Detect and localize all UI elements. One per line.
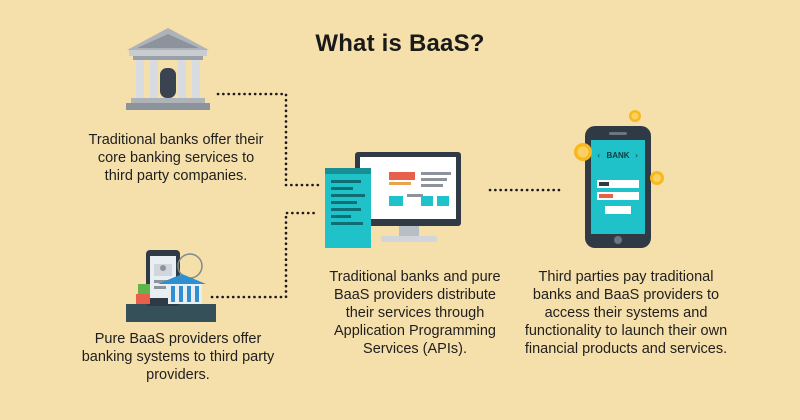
- connector-pure-to-computer: [210, 211, 320, 299]
- page-title: What is BaaS?: [315, 30, 485, 57]
- phone-back-arrow-icon: ‹: [597, 151, 600, 160]
- smartphone-bank-icon: BANK ‹ ›: [574, 110, 664, 248]
- coin-icon: [650, 171, 664, 185]
- caption-apis: Traditional banks and pure BaaS provider…: [329, 269, 501, 357]
- caption-pure-baas: Pure BaaS providers offer banking system…: [81, 331, 275, 383]
- phone-bank-label: BANK: [606, 151, 629, 160]
- connector-bank-to-computer: [216, 92, 320, 187]
- coin-icon: [629, 110, 641, 122]
- desktop-computer-icon: [325, 152, 461, 248]
- phone-forward-arrow-icon: ›: [635, 151, 638, 160]
- mobile-bank-icon: [126, 250, 216, 322]
- caption-traditional-banks: Traditional banks offer their core banki…: [88, 132, 264, 184]
- coin-icon: [574, 143, 592, 161]
- bank-building-icon: [126, 28, 210, 110]
- caption-third-parties: Third parties pay traditional banks and …: [524, 269, 728, 357]
